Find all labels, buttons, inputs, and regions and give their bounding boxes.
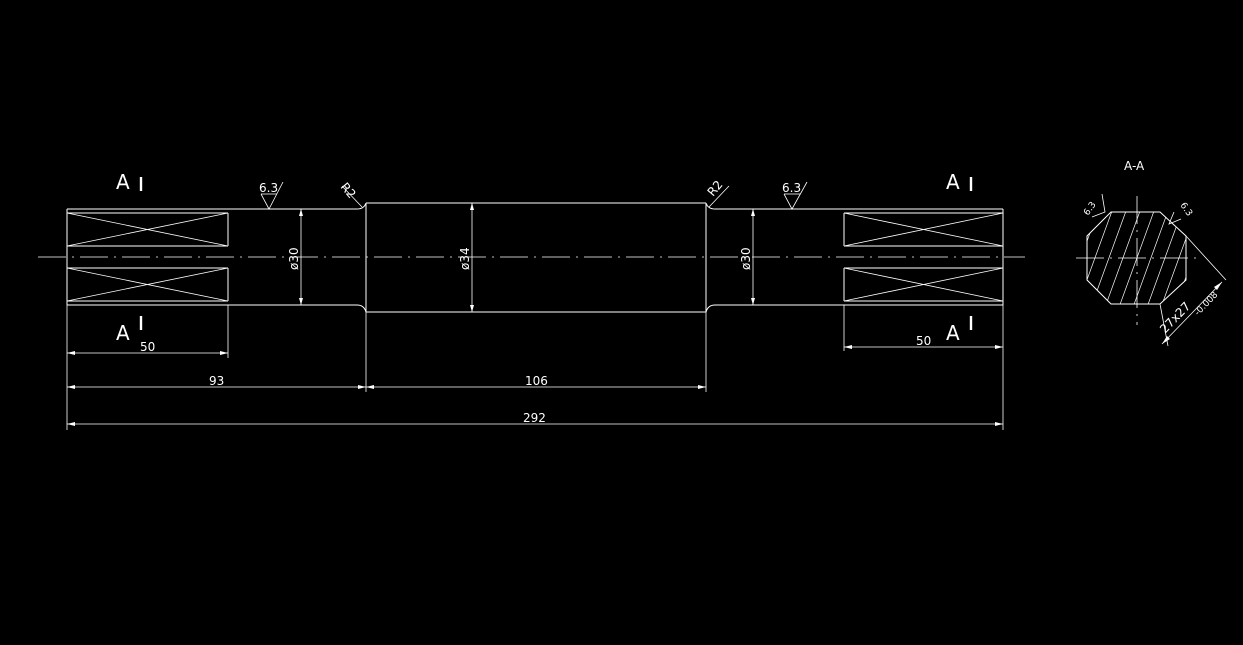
svg-text:A: A xyxy=(946,321,960,345)
flat-region-right xyxy=(843,212,1004,302)
section-mark-bottom-right: A xyxy=(946,316,973,345)
svg-text:6.3: 6.3 xyxy=(782,181,801,195)
svg-text:106: 106 xyxy=(525,374,548,388)
diameter-dim-center: ø34 xyxy=(458,203,474,312)
svg-text:R2: R2 xyxy=(705,178,726,199)
svg-text:292: 292 xyxy=(523,411,546,425)
dim-total: 292 xyxy=(67,411,1003,426)
svg-text:6.3: 6.3 xyxy=(1178,201,1194,218)
dim-middle: 106 xyxy=(366,374,706,389)
svg-text:A: A xyxy=(946,170,960,194)
roughness-symbol-left: 6.3 xyxy=(259,181,284,210)
svg-text:-0.008: -0.008 xyxy=(1193,290,1221,318)
svg-text:50: 50 xyxy=(140,340,155,354)
shaft-outline xyxy=(66,202,1004,313)
flat-region-left xyxy=(66,212,229,302)
dim-flat-right: 50 xyxy=(843,305,1004,430)
svg-text:R2: R2 xyxy=(338,180,359,201)
diameter-dim-left: ø30 xyxy=(287,209,303,305)
section-title: A-A xyxy=(1124,159,1145,173)
svg-text:ø30: ø30 xyxy=(739,247,753,270)
svg-text:ø30: ø30 xyxy=(287,247,301,270)
dim-flat-left: 50 xyxy=(66,305,229,430)
section-mark-top-left: A xyxy=(116,170,143,194)
section-mark-bottom-left: A xyxy=(116,316,143,345)
svg-text:ø34: ø34 xyxy=(458,247,472,270)
svg-text:A: A xyxy=(116,321,130,345)
radius-callout-right: R2 xyxy=(705,178,730,208)
radius-callout-left: R2 xyxy=(338,180,363,208)
section-hatch xyxy=(1087,212,1186,304)
diameter-dim-right: ø30 xyxy=(739,209,755,305)
roughness-symbol-right: 6.3 xyxy=(782,181,808,210)
svg-text:93: 93 xyxy=(209,374,224,388)
section-mark-top-right: A xyxy=(946,170,973,194)
svg-text:50: 50 xyxy=(916,334,931,348)
section-view: A-A 6.3 6.3 27x27 -0.008 xyxy=(1076,159,1227,347)
dim-shoulder: 93 xyxy=(67,312,707,392)
svg-text:6.3: 6.3 xyxy=(259,181,278,195)
svg-text:A: A xyxy=(116,170,130,194)
